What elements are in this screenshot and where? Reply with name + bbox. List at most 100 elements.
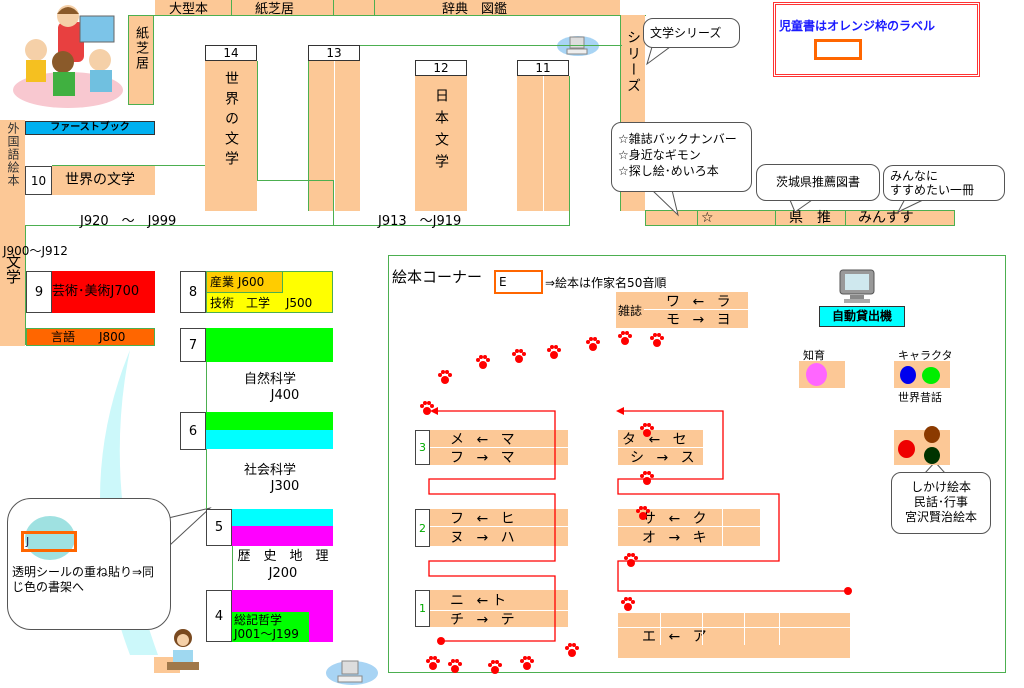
picture-shelf-sa: サ ← ク オ → キ (618, 509, 760, 546)
shelf-row (618, 613, 850, 628)
shelf-row: オ → キ (642, 529, 711, 546)
social-science-code: J300 (270, 479, 300, 494)
section-number: 8 (180, 271, 206, 313)
picture-shelf-a: エ ← ア (618, 613, 850, 658)
industry-label: 産業 J600 (207, 272, 283, 293)
social-science-label: 社会科学 (243, 463, 296, 478)
picture-shelf-ta: タ ← セ シ → ス (618, 430, 703, 466)
shelf-number: 3 (415, 430, 430, 465)
shelf-number: 11 (517, 60, 569, 76)
paw-print-icon (420, 401, 434, 415)
educational-shelf (799, 361, 845, 388)
history-geography-shelf: 歴 史 地 理 J200 (232, 546, 333, 590)
shelf-12: 日本文学 (415, 76, 467, 211)
callout-line: ☆探し絵･めいろ本 (618, 164, 719, 178)
paw-print-icon (650, 333, 664, 347)
series-callout: 文学シリーズ (643, 18, 740, 48)
magazine-label: 雑誌 (618, 304, 643, 318)
route-start-dot (844, 587, 852, 595)
paw-print-icon (586, 337, 600, 351)
paw-print-icon (621, 597, 635, 611)
top-shelf-strip: 大型本 紙芝居 辞典 図鑑 (155, 0, 620, 17)
shelf-number: 13 (308, 45, 360, 61)
range-j913: J913 ～J919 (378, 214, 462, 229)
foreign-literature-column: 外国語絵本 文学 (0, 120, 25, 346)
section-number: 6 (180, 412, 206, 450)
picture-corner-title: 絵本コーナー (392, 268, 483, 286)
paw-print-icon (476, 355, 490, 369)
self-checkout-label: 自動貸出機 (819, 306, 905, 327)
arts-shelf: 芸術･美術J700 (52, 271, 155, 313)
callout-line: 民話･行事 (913, 495, 968, 509)
minnasu-callout: みんなに すすめたい一冊 (883, 165, 1005, 201)
shelf-row: ニ ←ト (430, 590, 568, 611)
shelf-row: ワ ← ラ (644, 292, 748, 310)
divider (333, 0, 334, 15)
paw-print-icon (488, 660, 502, 674)
route-arrow (430, 407, 438, 415)
shelf-number: 12 (415, 60, 467, 76)
magazine-shelf: 雑誌 ワ ← ラ モ → ヨ (616, 292, 748, 328)
natural-science-label: 自然科学 (243, 372, 296, 387)
oversize-label: 大型本 (169, 2, 209, 17)
range-j920: J920 ～ J999 (80, 214, 177, 229)
shelf-number: 10 (25, 166, 52, 195)
ken-sui-label: 県 推 (789, 210, 831, 226)
picture-book-corner (388, 255, 1006, 673)
storytime-illustration (13, 5, 123, 108)
divider (374, 0, 375, 15)
general-label: 総記哲学 (234, 613, 283, 627)
callout-line: ☆身近なギモン (618, 148, 701, 162)
picture-shelf-3: メ ← マ フ → マ (430, 430, 568, 466)
shelf-row: シ → ス (630, 449, 699, 466)
callout-line: しかけ絵本 (910, 480, 971, 494)
section-number: 4 (206, 590, 232, 642)
shelf-row: サ ← ク (618, 509, 760, 527)
shelf-row: タ ← セ (618, 430, 703, 448)
special-books-callout: しかけ絵本 民話･行事 宮沢賢治絵本 (891, 472, 991, 534)
paw-print-icon (640, 423, 654, 437)
character-label: キャラクタ (898, 349, 953, 362)
literature-label: 文学 (4, 254, 22, 284)
first-book-shelf: ファーストブック (25, 121, 155, 135)
paw-print-icon (512, 349, 526, 363)
transparent-sticker (25, 516, 75, 560)
world-tales-label: 世界昔話 (898, 391, 942, 404)
general-philosophy-shelf: 総記哲学 J001～J199 (232, 590, 333, 642)
green-band (206, 412, 333, 430)
librarian-illustration (167, 629, 199, 670)
callout-line: みんなに (890, 169, 939, 183)
technology-label: 技術 工学 J500 (210, 296, 313, 310)
star-label: ☆ (701, 210, 714, 226)
route-line (428, 410, 556, 642)
paw-print-icon (565, 643, 579, 657)
divider (231, 0, 232, 15)
star-callout: ☆雑誌バックナンバー ☆身近なギモン ☆探し絵･めいろ本 (611, 122, 752, 192)
social-science-shelf: 社会科学 J300 (206, 449, 333, 509)
shelf-row: メ ← マ (430, 430, 568, 448)
minsusu-label: みんすす (858, 210, 914, 226)
magenta-band (232, 526, 333, 546)
paw-print-icon (520, 656, 534, 670)
shelf-row: ヌ → ハ (450, 529, 519, 546)
paw-print-icon (640, 471, 654, 485)
paw-print-icon (624, 553, 638, 567)
shelf-row: フ ← ヒ (430, 509, 568, 527)
computer-icon (326, 660, 378, 685)
recommend-shelf: ☆ 県 推 みんすす (645, 210, 955, 226)
legend-text: 児童書はオレンジ枠のラベル (779, 19, 936, 33)
foreign-picture-books-label: 外国語絵本 (6, 122, 20, 187)
industry-technology-shelf: 産業 J600 技術 工学 J500 (206, 271, 333, 313)
shelf-10: 世界の文学 (52, 166, 155, 195)
special-books-shelf (894, 426, 950, 465)
picture-shelf-1: ニ ←ト チ → テ (430, 590, 568, 628)
section-number: 7 (180, 328, 206, 362)
route-line (617, 410, 848, 592)
cyan-band (206, 430, 333, 449)
natural-science-code: J400 (270, 388, 300, 403)
paw-print-icon (547, 345, 561, 359)
green-band (206, 328, 333, 362)
paw-print-icon (426, 656, 440, 670)
natural-science-shelf: 自然科学 J400 (206, 362, 333, 412)
